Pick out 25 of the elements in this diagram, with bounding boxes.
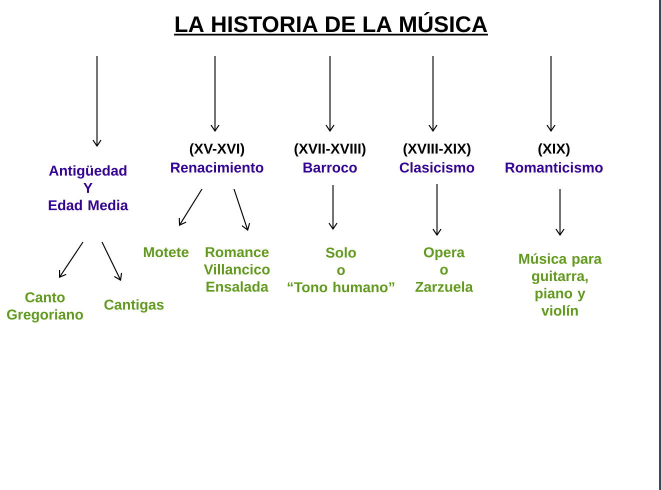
genre-label: Motete [144, 247, 189, 258]
arrow [326, 56, 334, 132]
genre-label: Romance Villancico Ensalada [204, 247, 270, 292]
arrow [210, 56, 220, 132]
arrow [428, 56, 438, 132]
period-label: (XIX) Romanticismo [506, 143, 603, 173]
genre-label: Canto Gregoriano [7, 292, 83, 323]
arrow [178, 188, 202, 226]
genre-label: Opera o Zarzuela [415, 247, 474, 292]
arrow [432, 184, 442, 236]
period-label: (XVIII-XIX) Clasicismo [400, 143, 474, 173]
genre-label: Solo o “Tono humano” [288, 247, 394, 292]
period-label: Antigüedad Y Edad Media [48, 165, 128, 210]
arrow [546, 56, 556, 132]
arrow [102, 242, 122, 281]
arrow [92, 56, 102, 147]
genre-label: Música para guitarra, piano y violín [519, 253, 602, 316]
genre-label: Cantigas [104, 299, 164, 313]
arrow [556, 189, 564, 236]
title: LA HISTORIA DE LA MÚSICA [174, 12, 488, 36]
period-label: (XV-XVI) Renacimiento [171, 143, 264, 173]
period-label: (XVII-XVIII) Barroco [294, 143, 366, 173]
arrow [328, 185, 338, 230]
arrow [233, 188, 250, 231]
arrow [59, 242, 84, 278]
